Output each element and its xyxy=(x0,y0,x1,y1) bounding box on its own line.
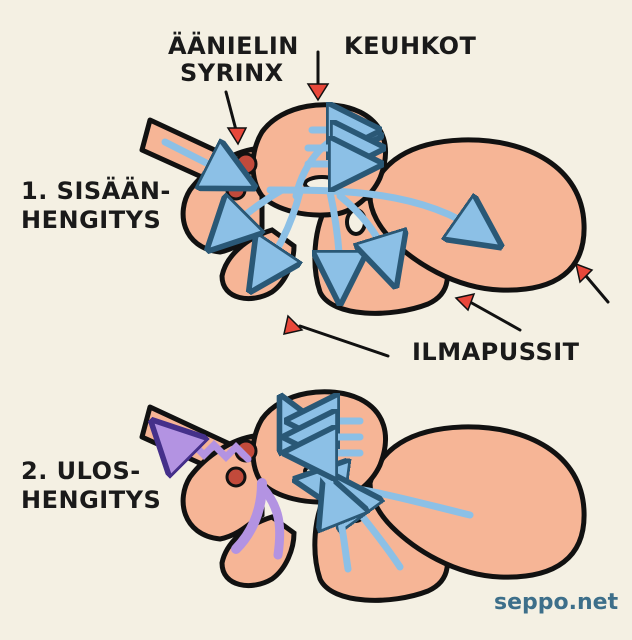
air-sacs-label: ILMAPUSSIT xyxy=(412,338,580,366)
lungs-label: KEUHKOT xyxy=(344,32,477,60)
airsac-pointer-head-2 xyxy=(454,292,476,312)
airsac-pointer-head-1 xyxy=(283,314,304,335)
exhalation-label-line2: HENGITYS xyxy=(21,486,162,514)
syrinx-pointer-head xyxy=(226,127,248,146)
pointer-heads xyxy=(226,83,594,335)
inhalation-label-line2: HENGITYS xyxy=(21,206,162,234)
exhalation-diagram xyxy=(142,392,584,601)
lungs-pointer-head xyxy=(306,83,330,102)
inhalation-label-line1: 1. SISÄÄN- xyxy=(21,177,171,205)
syrinx-label-line2: SYRINX xyxy=(180,59,284,87)
syrinx-label-line1: ÄÄNIELIN xyxy=(168,32,299,60)
pointer-lines xyxy=(224,50,610,358)
airsac-pointer-head-3 xyxy=(574,262,594,284)
credit-text: seppo.net xyxy=(494,590,619,615)
inhalation-diagram xyxy=(142,105,584,314)
exhalation-label-line1: 2. ULOS- xyxy=(21,457,141,485)
